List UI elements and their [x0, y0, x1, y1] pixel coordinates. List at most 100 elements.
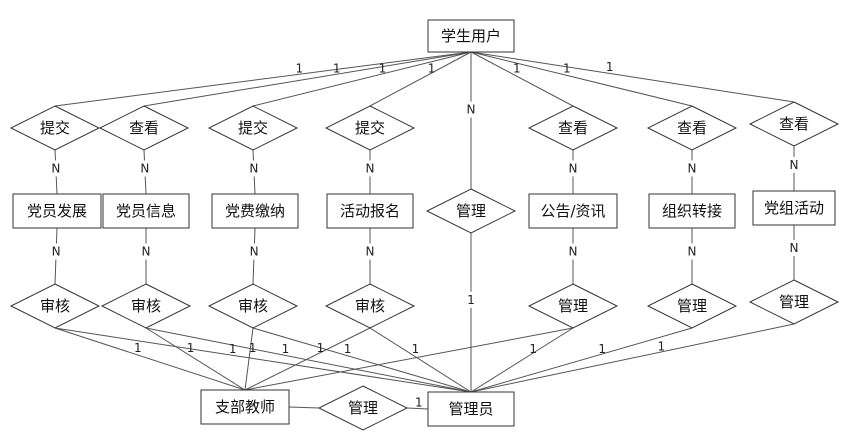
cardinality-label: 1: [467, 293, 475, 307]
cardinality-label: 1: [606, 60, 614, 74]
edge-r_mgmt_notice-teacher: [244, 327, 574, 391]
cardinality-bg: [50, 243, 63, 260]
cardinality-label: N: [790, 158, 799, 172]
cardinality-bg: [248, 243, 261, 260]
entity-e-signup: 活动报名: [326, 193, 414, 229]
edge-student-r_view3: [470, 51, 693, 107]
entity-e-member-dev: 党员发展: [12, 193, 102, 229]
edge-r_audit4-teacher: [244, 327, 371, 391]
entity-box: [326, 193, 414, 229]
relationship-r-audit1: 审核: [9, 283, 101, 329]
cardinality-label: 1: [412, 342, 420, 356]
node-label: 学生用户: [441, 27, 501, 45]
relationship-diamond: [527, 105, 619, 151]
entity-box: [648, 193, 736, 229]
edges-layer: [54, 51, 795, 410]
relationship-diamond: [527, 283, 619, 329]
relationship-diamond: [646, 105, 738, 151]
node-label: 查看: [677, 119, 707, 137]
relationship-diamond: [317, 385, 409, 431]
cardinality-label: N: [688, 161, 697, 175]
node-label: 审核: [131, 297, 161, 315]
node-label: 管理: [558, 297, 588, 315]
entity-box: [12, 193, 102, 229]
cardinality-label: 1: [295, 62, 303, 76]
cardinality-label: N: [249, 161, 258, 175]
edge-r_audit3-teacher: [244, 327, 254, 391]
node-label: 管理: [456, 202, 486, 220]
edge-r_manage_bottom-admin: [406, 407, 429, 410]
node-label: 支部教师: [215, 398, 275, 416]
cardinality-label: 1: [282, 342, 290, 356]
node-label: 审核: [238, 297, 268, 315]
cardinality-bg: [788, 240, 800, 257]
node-label: 查看: [779, 115, 809, 133]
entity-box: [211, 193, 299, 229]
relationship-diamond: [324, 105, 416, 151]
edge-r_audit2-admin: [145, 327, 472, 393]
cardinality-label: 1: [344, 342, 352, 356]
cardinality-bg: [364, 160, 376, 177]
cardinality-bg: [465, 291, 477, 308]
edge-student-r_submit1: [54, 51, 472, 107]
cardinality-label: N: [688, 245, 697, 259]
edge-student-r_view4: [470, 51, 795, 103]
entity-e-member-info: 党员信息: [102, 193, 190, 229]
edge-r_mgmt_transfer-admin: [470, 327, 693, 393]
cardinality-label: N: [142, 245, 151, 259]
entity-e-group-act: 党组活动: [752, 190, 836, 226]
node-label: 活动报名: [340, 202, 400, 220]
relationship-r-submit2: 提交: [207, 105, 299, 151]
entity-teacher: 支部教师: [200, 389, 290, 425]
node-label: 党组活动: [764, 199, 824, 217]
node-label: 查看: [558, 119, 588, 137]
cardinality-bg: [686, 160, 698, 177]
cardinality-bg: [788, 156, 800, 173]
edge-r_mgmt_notice-admin: [470, 327, 574, 393]
entity-admin: 管理员: [427, 391, 515, 427]
cardinality-label: 1: [229, 342, 237, 356]
node-label: 提交: [355, 119, 385, 137]
entity-e-fee: 党费缴纳: [211, 193, 299, 229]
relationship-r-manage-bottom: 管理: [317, 385, 409, 431]
relationship-diamond: [324, 283, 416, 329]
relationship-diamond: [9, 283, 101, 329]
relationship-r-mgmt-transfer: 管理: [646, 283, 738, 329]
relationship-diamond: [9, 105, 101, 151]
entity-box: [528, 193, 618, 229]
relationship-r-submit3: 提交: [324, 105, 416, 151]
node-label: 党员发展: [27, 202, 87, 220]
cardinality-label: N: [366, 245, 375, 259]
cardinality-label: N: [366, 161, 375, 175]
relationship-r-manage-top: 管理: [425, 188, 517, 234]
node-label: 党费缴纳: [225, 202, 285, 220]
cardinality-bg: [49, 160, 62, 177]
node-label: 管理: [348, 399, 378, 417]
entity-box: [752, 190, 836, 226]
relationship-diamond: [748, 101, 840, 147]
relationship-diamond: [98, 105, 190, 151]
cardinality-label: 1: [187, 341, 195, 355]
cardinality-bg: [686, 243, 698, 260]
edge-student-r_submit2: [252, 51, 472, 107]
node-label: 管理员: [448, 400, 493, 418]
cardinality-label: N: [569, 245, 578, 259]
relationship-r-mgmt-group: 管理: [748, 279, 840, 325]
cardinality-label: 1: [513, 62, 521, 76]
cardinality-label: 1: [415, 395, 423, 409]
cardinality-bg: [465, 101, 477, 118]
cardinality-label: N: [569, 161, 578, 175]
relationship-diamond: [100, 283, 192, 329]
relationship-r-audit3: 审核: [207, 283, 299, 329]
cardinality-label: 1: [317, 341, 325, 355]
cardinality-label: N: [52, 245, 61, 259]
relationship-r-audit4: 审核: [324, 283, 416, 329]
cardinality-bg: [247, 160, 260, 177]
node-label: 管理: [677, 297, 707, 315]
node-label: 审核: [355, 297, 385, 315]
cardinality-label: 1: [333, 62, 341, 76]
nodes-layer: 学生用户提交查看提交提交管理查看查看查看党员发展党员信息党费缴纳活动报名公告/资…: [9, 19, 840, 431]
